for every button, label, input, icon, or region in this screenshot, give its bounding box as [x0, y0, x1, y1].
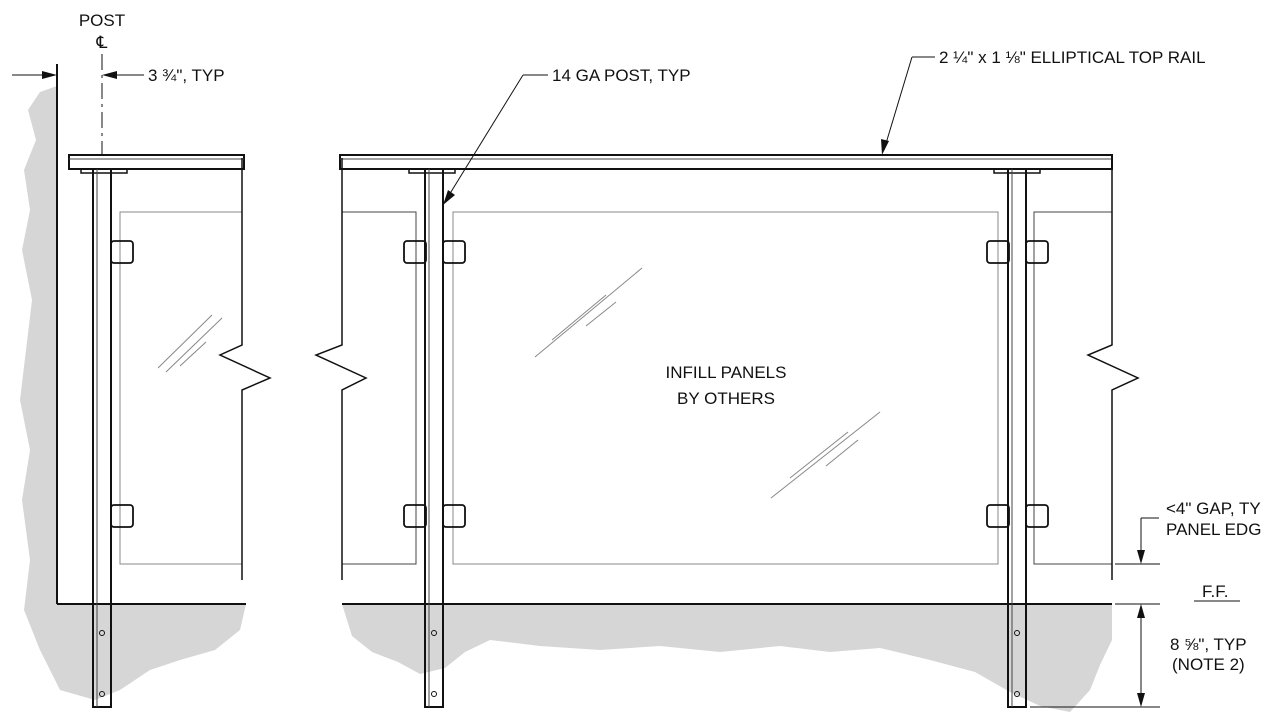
break-line-right [1086, 158, 1140, 580]
break-line-mid [314, 158, 368, 580]
gap-label-line1: <4" GAP, TY [1166, 499, 1261, 518]
glass-panel-right-break [1033, 211, 1112, 565]
offset-dimension [12, 71, 144, 79]
post-label: POST [79, 11, 125, 30]
embed-label-line1: 8 ⅝", TYP [1170, 635, 1247, 654]
glass-reflection-center-top [534, 267, 643, 358]
finished-floor-label: F.F. [1202, 582, 1228, 601]
post-callout-leader [443, 74, 548, 205]
post-left [92, 168, 112, 708]
offset-dimension-label: 3 ¾", TYP [148, 66, 225, 85]
gap-label-line2: PANEL EDG [1166, 520, 1261, 539]
post-callout-label: 14 GA POST, TYP [552, 66, 691, 85]
top-rail-callout-leader [881, 56, 935, 155]
infill-label-line2: BY OTHERS [677, 389, 775, 408]
post-center [424, 168, 444, 708]
glass-reflection-center-bottom [770, 411, 881, 499]
embed-label-line2: (NOTE 2) [1172, 655, 1245, 674]
break-line-left [218, 158, 272, 580]
embed-dimension [1030, 603, 1160, 708]
top-rail-left [68, 154, 245, 174]
glass-panel-left [119, 211, 242, 565]
top-rail-callout-label: 2 ¼" x 1 ⅛" ELLIPTICAL TOP RAIL [939, 48, 1206, 67]
glass-clamps [110, 240, 1049, 528]
glass-reflection-left [157, 314, 223, 373]
top-rail-main [339, 154, 1113, 174]
centerline-symbol: ℄ [96, 33, 108, 52]
gap-dimension [1115, 517, 1160, 565]
infill-label-line1: INFILL PANELS [666, 363, 787, 382]
glass-panel-center [452, 211, 999, 565]
glass-panel-left-break [342, 211, 417, 565]
post-right [1007, 168, 1027, 708]
floor-slab-concrete [342, 604, 1112, 712]
left-wall-concrete [20, 86, 246, 700]
